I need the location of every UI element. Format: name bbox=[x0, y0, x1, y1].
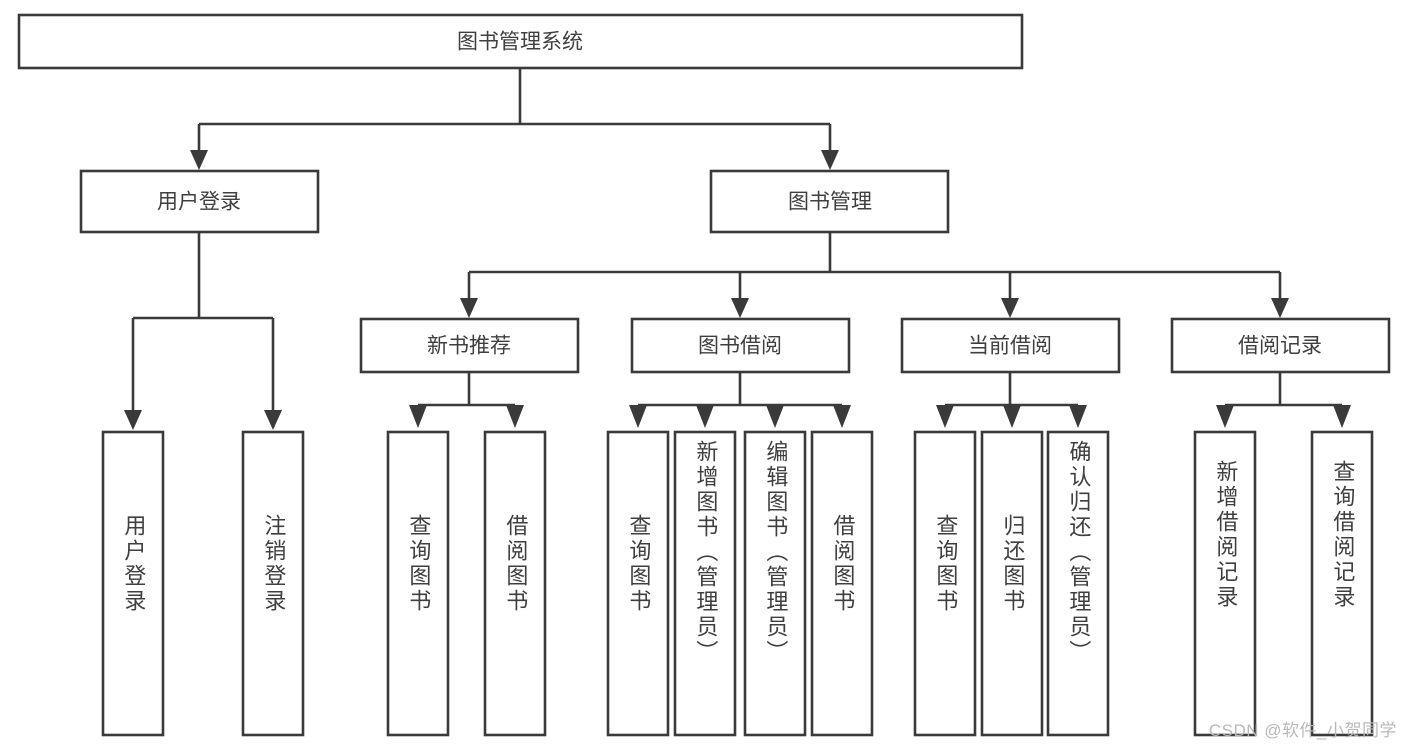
arrowhead-br-leaf1 bbox=[1216, 405, 1234, 428]
leaf-box-br-query[interactable] bbox=[1310, 430, 1374, 737]
arrowhead-current-borrow bbox=[1001, 298, 1019, 318]
arrowhead-leaf-logout bbox=[264, 410, 282, 430]
node-new-book-recommend[interactable]: 新书推荐 bbox=[359, 317, 580, 374]
user-login-node-label: 用户登录 bbox=[157, 191, 241, 214]
arrowhead-nb-leaf2 bbox=[506, 405, 524, 428]
node-user-login[interactable]: 用户登录 bbox=[79, 169, 320, 234]
arrowhead-cb-leaf3 bbox=[1069, 405, 1087, 428]
node-borrow-record[interactable]: 借阅记录 bbox=[1170, 317, 1391, 374]
leaf-box-user-login[interactable] bbox=[101, 430, 165, 737]
book-borrow-node-box[interactable] bbox=[630, 317, 851, 374]
node-book-manage[interactable]: 图书管理 bbox=[709, 169, 950, 234]
leaf-box-cb-confirm[interactable] bbox=[1046, 430, 1110, 737]
root-node-label: 图书管理系统 bbox=[457, 31, 583, 54]
root-node-box[interactable] bbox=[17, 13, 1024, 70]
book-manage-node-box[interactable] bbox=[709, 169, 950, 234]
arrowhead-leaf-user-login bbox=[124, 410, 142, 430]
arrowhead-book-borrow bbox=[731, 298, 749, 318]
book-manage-node-label: 图书管理 bbox=[788, 191, 872, 214]
new-book-node-box[interactable] bbox=[359, 317, 580, 374]
leaf-box-bb-query[interactable] bbox=[606, 430, 670, 737]
leaf-box-cb-return[interactable] bbox=[980, 430, 1044, 737]
arrowhead-new-book bbox=[460, 298, 478, 318]
leaf-box-nb-query[interactable] bbox=[386, 430, 450, 737]
leaf-box-bb-add[interactable] bbox=[673, 430, 737, 737]
arrowhead-bb-leaf1 bbox=[629, 405, 647, 428]
node-current-borrow[interactable]: 当前借阅 bbox=[900, 317, 1121, 374]
leaf-box-logout[interactable] bbox=[241, 430, 305, 737]
current-borrow-node-box[interactable] bbox=[900, 317, 1121, 374]
node-book-borrow[interactable]: 图书借阅 bbox=[630, 317, 851, 374]
arrowhead-br-leaf2 bbox=[1333, 405, 1351, 428]
arrowhead-bb-leaf3 bbox=[766, 405, 784, 428]
arrowhead-book-manage bbox=[821, 150, 839, 170]
borrow-record-node-label: 借阅记录 bbox=[1238, 335, 1322, 358]
current-borrow-node-label: 当前借阅 bbox=[968, 335, 1052, 358]
leaf-box-cb-query[interactable] bbox=[913, 430, 977, 737]
arrowhead-bb-leaf2 bbox=[696, 405, 714, 428]
borrow-record-node-box[interactable] bbox=[1170, 317, 1391, 374]
arrowhead-cb-leaf2 bbox=[1003, 405, 1021, 428]
csdn-watermark: CSDN @软件_小贺同学 bbox=[1208, 721, 1397, 740]
new-book-node-label: 新书推荐 bbox=[427, 335, 511, 358]
arrowhead-nb-leaf1 bbox=[409, 405, 427, 428]
leaf-box-br-add[interactable] bbox=[1193, 430, 1257, 737]
book-borrow-node-label: 图书借阅 bbox=[698, 335, 782, 358]
arrowhead-borrow-record bbox=[1271, 298, 1289, 318]
arrowhead-user-login bbox=[190, 150, 208, 170]
leaf-box-bb-borrow[interactable] bbox=[810, 430, 874, 737]
arrowhead-cb-leaf1 bbox=[936, 405, 954, 428]
node-root-system[interactable]: 图书管理系统 bbox=[17, 13, 1024, 70]
leaf-box-bb-edit[interactable] bbox=[743, 430, 807, 737]
leaf-box-nb-borrow[interactable] bbox=[483, 430, 547, 737]
arrowhead-bb-leaf4 bbox=[833, 405, 851, 428]
